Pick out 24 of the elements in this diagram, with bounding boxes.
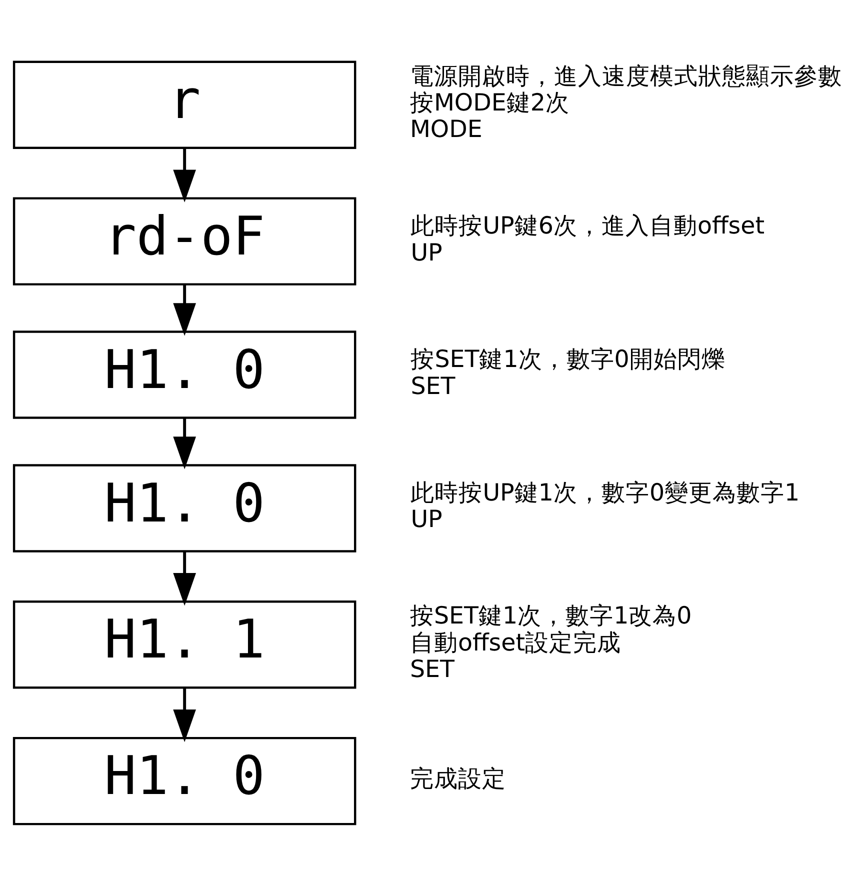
node-box: H1. 1 (12, 600, 356, 689)
arrow (173, 148, 196, 202)
node-box: H1. 0 (12, 330, 356, 419)
node-box: r (12, 60, 356, 150)
arrow (173, 418, 196, 470)
node-box: rd-oF (12, 197, 356, 286)
node-label: 電源開啟時，進入速度模式狀態顯示參數 (410, 62, 842, 90)
node-label: MODE (410, 115, 482, 144)
node-label: 按MODE鍵2次 (410, 88, 570, 117)
node-label: SET (410, 372, 456, 400)
node-label: 按SET鍵1次，數字1改為0 (410, 602, 692, 630)
node-label: 完成設定 (410, 764, 506, 793)
node-label: UP (410, 238, 442, 266)
node-label: 此時按UP鍵1次，數字0變更為數字1 (410, 478, 800, 507)
node-label: UP (410, 505, 442, 534)
node-label: 此時按UP鍵6次，進入自動offset (410, 212, 765, 240)
arrow (173, 284, 196, 336)
node-label: SET (410, 654, 454, 683)
node-label: 自動offset設定完成 (410, 628, 622, 656)
arrow (173, 688, 196, 742)
arrow (173, 552, 196, 606)
node-label: 按SET鍵1次，數字0開始閃爍 (410, 345, 726, 374)
node-box: H1. 0 (12, 736, 356, 826)
node-box: H1. 0 (12, 464, 356, 552)
